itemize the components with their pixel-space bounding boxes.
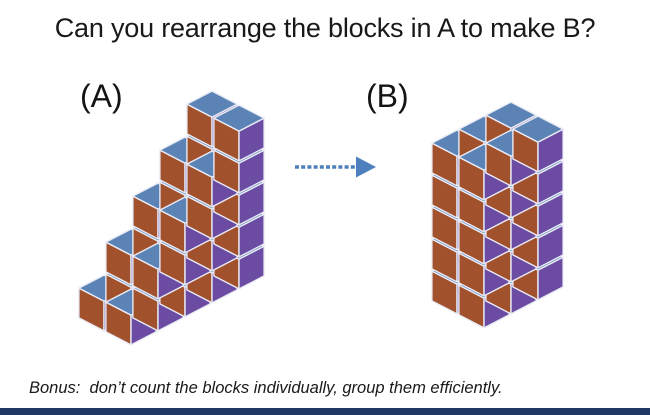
- figure-b-blocks: [431, 101, 564, 329]
- cube-top-face: [512, 115, 564, 143]
- bonus-text: Bonus: don’t count the blocks individual…: [29, 379, 503, 397]
- slide-title: Can you rearrange the blocks in A to mak…: [54, 13, 596, 43]
- right-arrow-icon: [295, 156, 376, 178]
- cube-top-face: [186, 90, 238, 118]
- cube: [512, 115, 564, 173]
- footer-accent-bar: [0, 408, 650, 415]
- figure-b-label: (B): [366, 78, 409, 114]
- figure-a-blocks: [78, 90, 265, 346]
- figure-a-label: (A): [80, 78, 123, 114]
- cube-top-face: [213, 104, 265, 132]
- arrow-head: [356, 156, 376, 178]
- cube: [213, 104, 265, 162]
- cube-top-face: [485, 101, 537, 129]
